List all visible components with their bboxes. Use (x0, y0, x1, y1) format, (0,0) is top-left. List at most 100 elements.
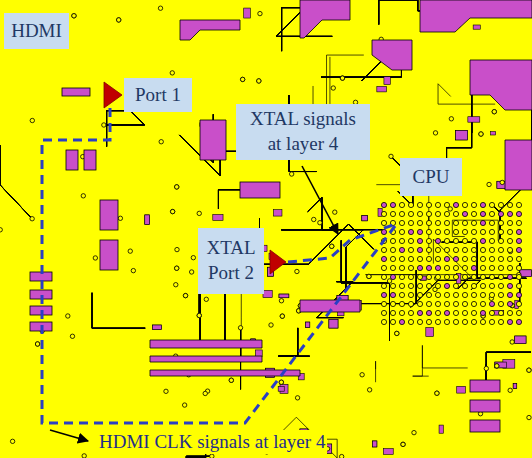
bga-pad (480, 220, 485, 225)
copper-trace (159, 140, 163, 144)
copper-trace (118, 216, 122, 220)
copper-trace (238, 326, 242, 330)
copper-trace (0, 145, 32, 219)
bga-pad (435, 238, 440, 243)
copper-trace (305, 322, 309, 327)
bga-pad (471, 229, 476, 234)
copper-trace (411, 280, 481, 307)
bga-pad (489, 202, 494, 207)
copper-trace (92, 293, 145, 328)
bga-pad (417, 247, 422, 252)
bga-pad (489, 301, 494, 306)
bga-pad (435, 229, 440, 234)
copper-pour (100, 200, 118, 230)
copper-trace (411, 280, 481, 307)
copper-trace (515, 336, 526, 344)
copper-trace (0, 145, 32, 219)
copper-trace (387, 279, 391, 283)
bga-pad (426, 301, 431, 306)
copper-trace (175, 185, 179, 189)
copper-trace (274, 210, 282, 216)
bga-pad (444, 256, 449, 261)
bga-pad (399, 319, 404, 324)
copper-pour (150, 356, 262, 362)
copper-trace (197, 313, 201, 317)
bga-pad (426, 292, 431, 297)
copper-trace (244, 8, 251, 18)
copper-trace (0, 145, 32, 219)
bga-pad (417, 238, 422, 243)
bga-pad (381, 283, 386, 288)
bga-pad (426, 256, 431, 261)
copper-trace (153, 325, 162, 330)
copper-trace (510, 340, 514, 344)
copper-trace (495, 362, 506, 368)
callout-text: HDMI (11, 19, 62, 44)
copper-trace (377, 86, 387, 91)
bga-pad (471, 202, 476, 207)
bga-pad (453, 229, 458, 234)
bga-pad (426, 319, 431, 324)
bga-pad (462, 310, 467, 315)
signal-note: HDMI CLK signals at layer 4 (97, 430, 327, 454)
copper-trace (263, 290, 272, 297)
copper-trace (308, 197, 364, 289)
copper-trace (341, 240, 389, 340)
bga-pad (408, 229, 413, 234)
copper-trace (457, 386, 466, 393)
bga-pad (471, 292, 476, 297)
copper-trace (395, 331, 399, 335)
copper-pour (240, 182, 280, 198)
copper-trace (411, 280, 481, 307)
copper-trace (329, 319, 338, 328)
bga-pad (435, 301, 440, 306)
bga-pad (390, 292, 395, 297)
bga-pad (399, 265, 404, 270)
bga-pad (381, 256, 386, 261)
bga-pad (435, 310, 440, 315)
copper-trace (341, 240, 389, 340)
bga-pad (417, 229, 422, 234)
bga-pad (381, 274, 386, 279)
copper-trace (340, 76, 344, 80)
copper-trace (395, 331, 399, 335)
bga-pad (435, 256, 440, 261)
copper-trace (375, 361, 376, 382)
leader-arrow (50, 430, 88, 441)
copper-trace (131, 268, 135, 272)
copper-trace (479, 132, 483, 136)
copper-trace (527, 368, 531, 372)
copper-trace (308, 197, 364, 289)
bga-pad (399, 211, 404, 216)
copper-trace (92, 293, 145, 328)
callout-box: Port 1 (124, 78, 192, 112)
bga-pad (462, 202, 467, 207)
bga-pad (453, 247, 458, 252)
copper-trace (278, 328, 309, 356)
copper-trace (279, 299, 283, 303)
bga-pad (462, 229, 467, 234)
copper-trace (128, 249, 132, 253)
bga-pad (498, 310, 503, 315)
copper-trace (360, 373, 364, 377)
bga-pad (480, 301, 485, 306)
copper-trace (341, 240, 389, 340)
copper-pour (470, 400, 500, 412)
bga-pad (453, 256, 458, 261)
copper-trace (102, 123, 106, 127)
copper-trace (164, 389, 168, 393)
copper-trace (367, 274, 371, 278)
bga-pad (480, 211, 485, 216)
bga-pad (444, 274, 449, 279)
bga-pad (498, 301, 503, 306)
copper-trace (175, 247, 179, 251)
bga-pad (507, 238, 512, 243)
copper-trace (442, 242, 527, 289)
bga-pad (444, 319, 449, 324)
bga-pad (399, 274, 404, 279)
copper-trace (289, 172, 293, 176)
copper-trace (295, 396, 299, 400)
copper-trace (495, 364, 499, 368)
callout-box: XTAL Port 2 (198, 228, 264, 294)
